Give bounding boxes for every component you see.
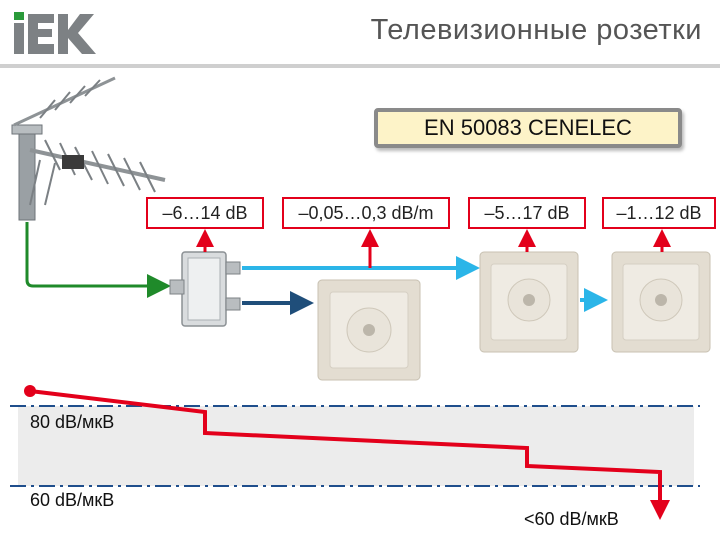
splitter-icon — [169, 251, 241, 327]
splitter-loss-box: –6…14 dB — [146, 197, 264, 229]
cable-loss-label: –0,05…0,3 dB/m — [298, 202, 434, 223]
splitter-loss-label: –6…14 dB — [162, 202, 248, 223]
socket-loss-box: –5…17 dB — [468, 197, 586, 229]
logo-letter-i — [14, 23, 24, 54]
standard-label: EN 50083 CENELEC — [424, 115, 632, 140]
tv-socket-icon — [317, 279, 421, 381]
end-socket-loss-box: –1…12 dB — [602, 197, 716, 229]
standard-label-box: EN 50083 CENELEC — [374, 108, 682, 148]
socket-loss-label: –5…17 dB — [484, 202, 570, 223]
page-title: Телевизионные розетки — [370, 14, 702, 46]
end-socket-loss-label: –1…12 dB — [616, 202, 702, 223]
signal-level-line — [29, 389, 670, 520]
title-divider — [0, 64, 720, 68]
antenna-cable — [25, 222, 171, 298]
logo-letter-k — [58, 14, 96, 54]
level-band — [18, 406, 694, 486]
lower-level-label: 60 dB/мкВ — [30, 490, 115, 510]
antenna-icon — [11, 76, 166, 221]
logo-letter-e — [28, 14, 54, 54]
cable-loss-box: –0,05…0,3 dB/m — [282, 197, 450, 229]
iek-logo — [14, 12, 96, 54]
tv-socket-icon — [611, 251, 711, 353]
end-level-label: <60 dB/мкВ — [524, 509, 619, 529]
tv-socket-icon — [479, 251, 579, 353]
logo-dot — [14, 12, 24, 20]
upper-level-label: 80 dB/мкВ — [30, 412, 115, 432]
